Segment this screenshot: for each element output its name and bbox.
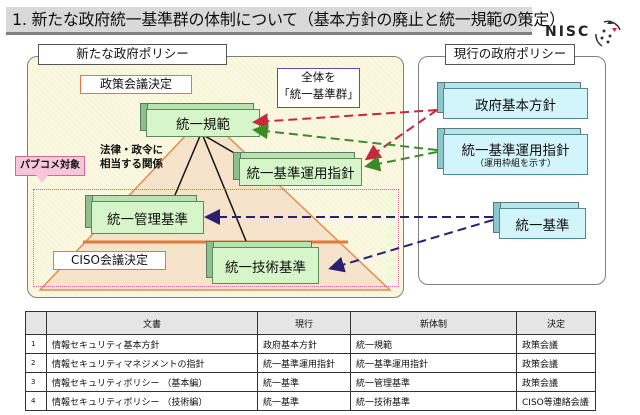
new-policy-label: 新たな政府ポリシー bbox=[38, 44, 227, 65]
box-unified-norm: 統一規範 bbox=[140, 103, 260, 137]
cell-document: 情報セキュリティポリシー （技術編） bbox=[46, 391, 258, 411]
title-bar bbox=[6, 7, 532, 35]
header-cell-document: 文書 bbox=[46, 311, 258, 335]
cell-decision: 政策会議 bbox=[516, 372, 596, 392]
note-line: 法律・政令に bbox=[100, 144, 163, 156]
nisc-logo-icon bbox=[595, 20, 621, 47]
box-label: 統一基準運用指針 bbox=[239, 158, 362, 186]
note-line: 「統一基準群」 bbox=[278, 87, 359, 101]
cell-current: 統一基準 bbox=[257, 391, 351, 411]
box-label: 統一規範 bbox=[146, 109, 260, 137]
box-operation-guideline-current: 統一基準運用指針 （運用枠組を示す） bbox=[437, 128, 588, 175]
page-title: 1. 新たな政府統一基準群の体制について（基本方針の廃止と統一規範の策定） bbox=[12, 10, 565, 29]
note-line: 全体を bbox=[301, 70, 336, 84]
box-operation-guideline-new: 統一基準運用指針 bbox=[233, 152, 362, 186]
cell-new-system: 統一基準運用指針 bbox=[350, 353, 517, 373]
ciso-council-label: CISO会議決定 bbox=[53, 251, 166, 270]
arrow-basic-to-norm bbox=[252, 109, 438, 130]
unified-standards-note: 全体を 「統一基準群」 bbox=[277, 68, 360, 108]
law-relation-note: 法律・政令に 相当する関係 bbox=[100, 143, 163, 171]
cell-num: 3 bbox=[25, 372, 47, 392]
table-header-row: 文書 現行 新体制 決定 bbox=[25, 311, 596, 335]
header-cell-current: 現行 bbox=[257, 311, 351, 335]
table-row: 1 情報セキュリティ基本方針 政府基本方針 統一規範 政策会議 bbox=[25, 334, 596, 354]
cell-num: 4 bbox=[25, 391, 47, 411]
cell-document: 情報セキュリティ基本方針 bbox=[46, 334, 258, 354]
public-comment-area bbox=[33, 189, 399, 287]
table-row: 3 情報セキュリティポリシー （基本編） 統一基準 統一管理基準 政策会議 bbox=[25, 372, 596, 392]
cell-decision: CISO等連絡会議 bbox=[516, 391, 596, 411]
arrow-standard-to-technical bbox=[328, 219, 494, 273]
current-policy-label: 現行の政府ポリシー bbox=[445, 44, 575, 65]
hierarchy-line bbox=[204, 135, 237, 155]
nisc-logo-text: NISC bbox=[545, 24, 591, 40]
header-cell-num bbox=[25, 311, 47, 335]
box-label: 統一基準運用指針 bbox=[461, 143, 570, 159]
arrows-layer bbox=[204, 109, 494, 273]
table-row: 4 情報セキュリティポリシー （技術編） 統一基準 統一技術基準 CISO等連絡… bbox=[25, 391, 596, 411]
box-label: 統一管理基準 bbox=[91, 201, 204, 234]
box-sublabel: （運用枠組を示す） bbox=[474, 159, 556, 169]
public-comment-callout: パブコメ対象 bbox=[15, 156, 85, 176]
callout-tail bbox=[36, 175, 48, 183]
hierarchy-line bbox=[202, 135, 247, 242]
box-unified-standard: 統一基準 bbox=[493, 202, 586, 239]
comparison-table: 文書 現行 新体制 決定 1 情報セキュリティ基本方針 政府基本方針 統一規範 … bbox=[25, 311, 596, 411]
box-government-basic-policy: 政府基本方針 bbox=[437, 82, 588, 119]
arrow-guideline-to-guideline bbox=[364, 151, 438, 172]
cell-document: 情報セキュリティマネジメントの指針 bbox=[46, 353, 258, 373]
header-cell-decision: 決定 bbox=[516, 311, 596, 335]
cell-current: 政府基本方針 bbox=[257, 334, 351, 354]
cell-num: 1 bbox=[25, 334, 47, 354]
table-row: 2 情報セキュリティマネジメントの指針 統一基準運用指針 統一基準運用指針 政策… bbox=[25, 353, 596, 373]
cell-new-system: 統一技術基準 bbox=[350, 391, 517, 411]
policy-council-label: 政策会議決定 bbox=[80, 75, 192, 94]
cell-document: 情報セキュリティポリシー （基本編） bbox=[46, 372, 258, 392]
box-label: 政府基本方針 bbox=[443, 88, 588, 119]
cell-current: 統一基準 bbox=[257, 372, 351, 392]
arrow-basic-to-guideline bbox=[364, 109, 438, 161]
box-management-standard: 統一管理基準 bbox=[85, 195, 204, 234]
hierarchy-line bbox=[174, 135, 201, 196]
arrow-guideline-to-norm bbox=[252, 123, 438, 151]
cell-num: 2 bbox=[25, 353, 47, 373]
note-line: 相当する関係 bbox=[100, 158, 163, 170]
box-technical-standard: 統一技術基準 bbox=[206, 241, 319, 284]
cell-decision: 政策会議 bbox=[516, 353, 596, 373]
box-label: 統一技術基準 bbox=[212, 247, 319, 284]
cell-decision: 政策会議 bbox=[516, 334, 596, 354]
box-label: 統一基準 bbox=[499, 208, 586, 239]
cell-current: 統一基準運用指針 bbox=[257, 353, 351, 373]
cell-new-system: 統一規範 bbox=[350, 334, 517, 354]
header-cell-new-system: 新体制 bbox=[350, 311, 517, 335]
box-label-group: 統一基準運用指針 （運用枠組を示す） bbox=[443, 134, 588, 175]
cell-new-system: 統一管理基準 bbox=[350, 372, 517, 392]
